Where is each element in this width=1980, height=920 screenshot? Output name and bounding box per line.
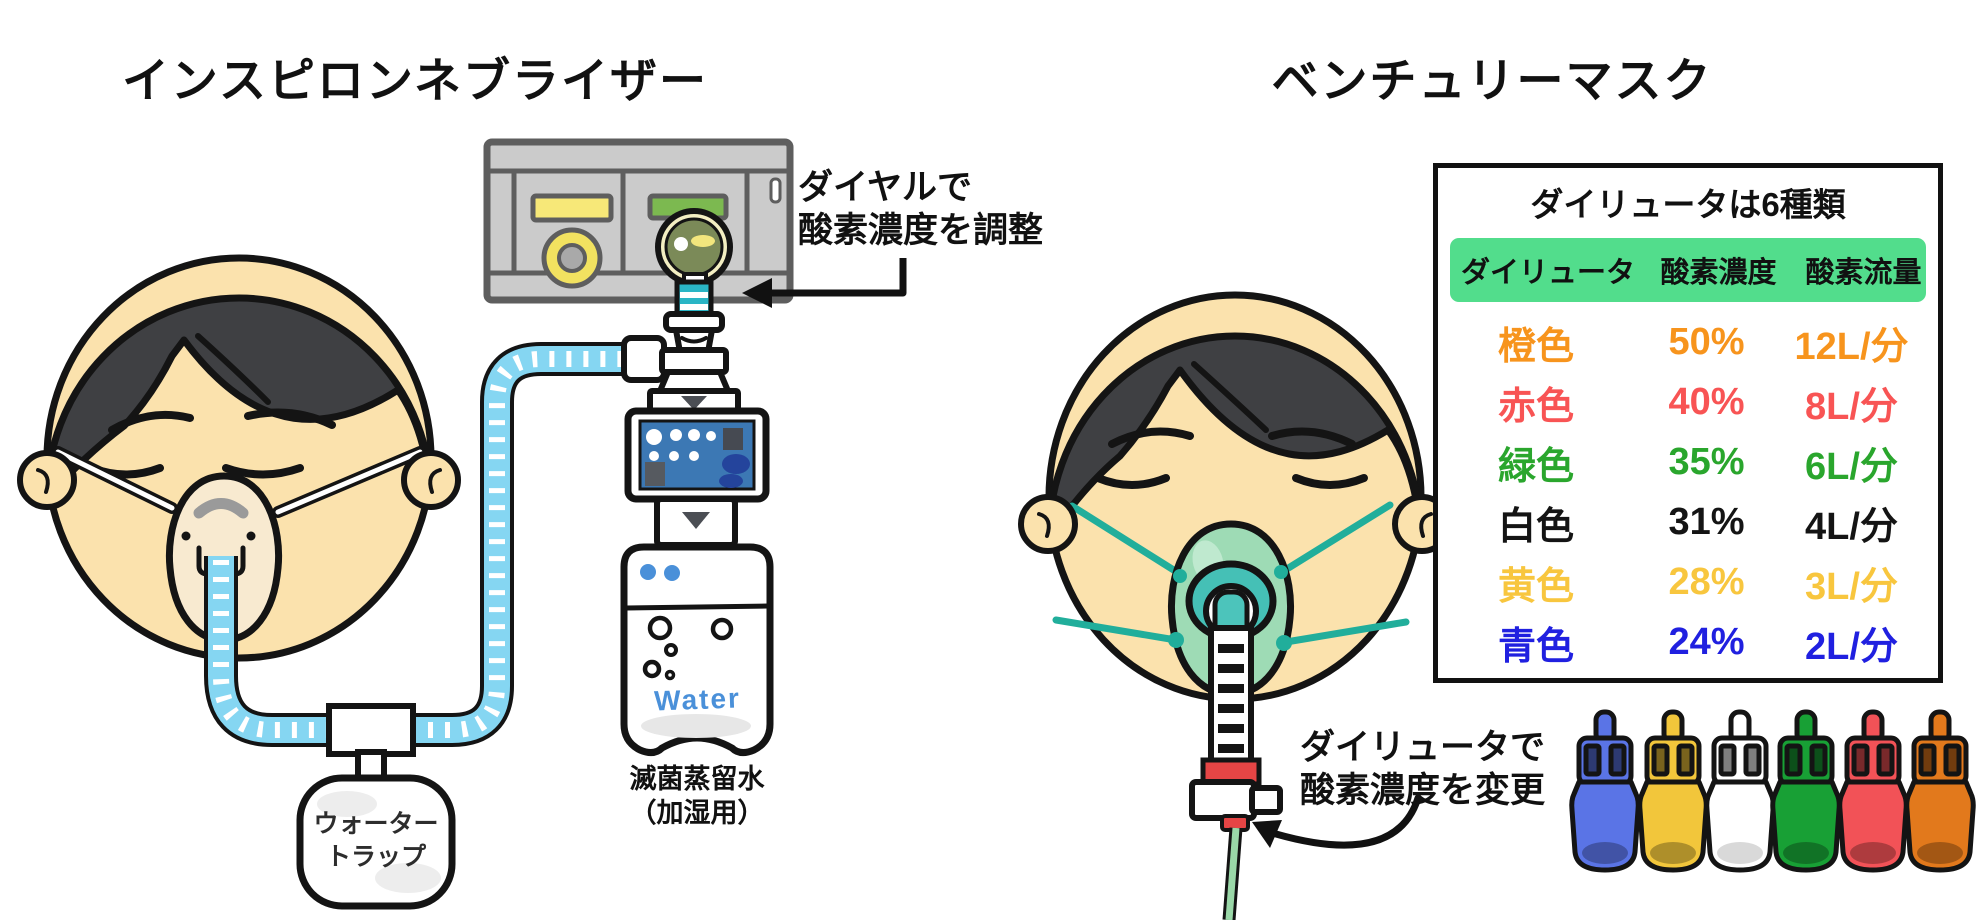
bubble [647,615,673,641]
column-header: 酸素流量 [1805,257,1922,289]
t-connector [326,703,416,783]
diluter-connector[interactable] [1189,779,1257,821]
closed-eye [222,464,304,479]
ear [401,450,461,510]
table-row: 白色 31% 4L/分 [1497,500,1898,548]
table-row: 黄色 28% 3L/分 [1497,560,1898,608]
corrugated-tube [204,342,650,747]
column-header: 酸素濃度 [1660,257,1777,289]
table-row: 赤色 40% 8L/分 [1497,380,1898,428]
venturi-tube [1189,625,1283,920]
oxygen-flowmeter-panel [483,138,794,304]
diluter-bottle [1770,709,1842,873]
diluter-arrow [1252,794,1422,849]
hair-strand [195,333,271,405]
left-title: インスピロンネブライザー [121,54,709,107]
dial-arrow [742,258,907,308]
water-trap [296,774,456,910]
diluter-bottle [1569,709,1641,873]
air-outlet [530,193,614,289]
patient-left [17,254,461,662]
column-header: ダイリュータ [1460,257,1635,289]
eyebrow [1268,427,1356,448]
diluter-bottle [1637,709,1709,873]
bubble [664,669,676,681]
humidifier-bottle [620,543,774,757]
right-title: ベンチュリーマスク [1271,54,1713,107]
closed-eye [1094,474,1170,489]
diluter-bottle [1704,709,1776,873]
diluter-bottle [1904,709,1976,873]
water-trap-label: ウォーター トラップ [313,810,439,871]
panel-notch [769,177,782,204]
diluter-annotation: ダイリュータで 酸素濃度を変更 [1300,728,1546,810]
table-row: 橙色 50% 12L/分 [1497,320,1909,368]
nebulizer-unit [621,272,770,548]
mask-straps [52,446,426,518]
table-title: ダイリュータは6種類 [1530,186,1846,223]
connector-side-port [1249,785,1283,815]
table-row: 緑色 35% 6L/分 [1497,440,1898,488]
diluter-table: ダイリュータは6種類 ダイリュータ 酸素濃度 酸素流量 橙色 50% 12L/分… [1433,163,1943,683]
eyebrow [1108,427,1194,448]
diluter-bottle [1837,709,1909,873]
eyebrow [244,408,336,429]
bubble [710,617,734,641]
ear [1018,494,1078,554]
closed-eye [1292,474,1368,489]
table-body: 橙色 50% 12L/分 赤色 40% 8L/分 緑色 35% 6L/分 白色 … [1438,312,1938,672]
bottle-caption: 滅菌蒸留水 （加湿用） [629,764,765,828]
flow-connector [674,279,714,319]
tube-elbow-cuff [621,335,667,383]
nebulizer-label-box [624,407,770,503]
ear [17,450,77,510]
table-row: 青色 24% 2L/分 [1497,620,1898,668]
diluter-bottles [1569,709,1976,873]
water-bottle-text: Water [653,682,742,717]
table-header: ダイリュータ 酸素濃度 酸素流量 [1450,238,1926,302]
eyebrow [108,410,194,434]
mask-straps [1052,501,1410,646]
bubble [642,659,662,679]
dial-annotation: ダイヤルで 酸素濃度を調整 [798,168,1044,250]
bubble [664,643,678,657]
nostril-shadow [193,498,249,519]
hair-strand [1191,361,1269,433]
